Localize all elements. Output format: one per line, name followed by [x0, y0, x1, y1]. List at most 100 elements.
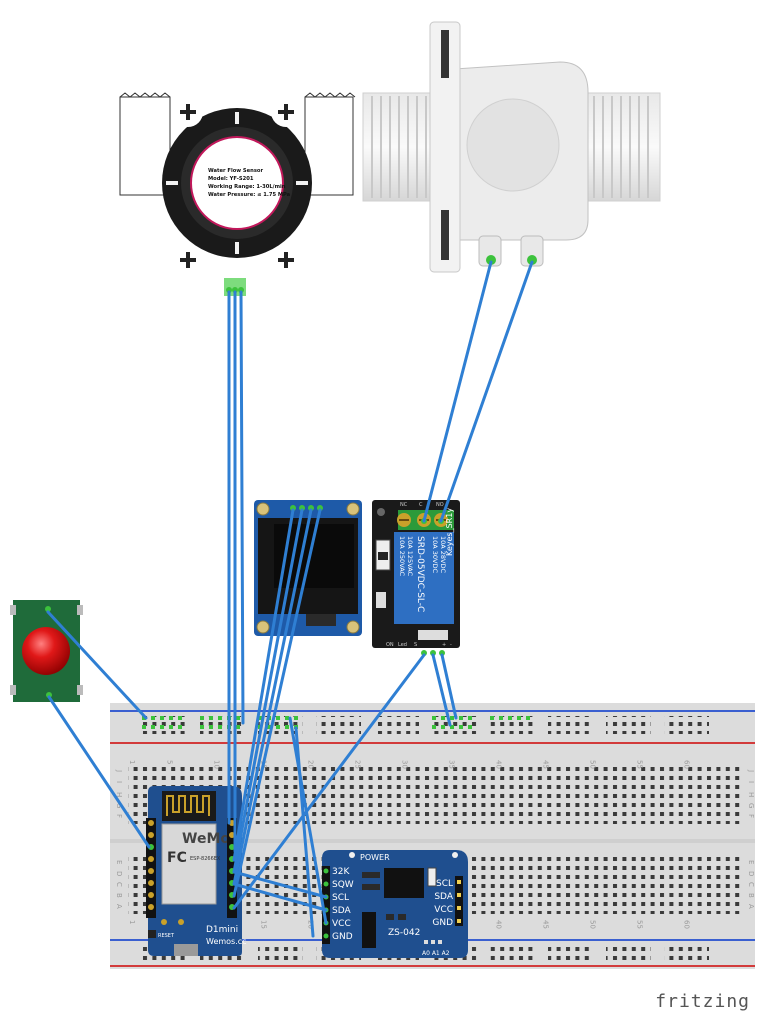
wire-relay-vcc: [431, 653, 452, 727]
valve-right-thread: [593, 96, 649, 198]
wires: [46, 260, 534, 938]
rtc-pin-gnd: GND: [332, 932, 353, 942]
flow-sensor-label-3: Working Range: 1-30L/min: [208, 184, 286, 190]
breadboard-column-number: 45: [542, 920, 550, 929]
relay-module: NC C NO 10A 250VAC 10A 125VAC 10A 30VDC …: [372, 500, 460, 656]
breadboard-row-letter: H: [747, 792, 755, 797]
rtc-power-label: POWER: [360, 853, 390, 862]
wire-flow-gnd: [239, 290, 245, 725]
breadboard-column-number: 10: [213, 760, 221, 769]
breadboard-row-letter: A: [747, 904, 755, 909]
breadboard-row-letter: G: [115, 803, 123, 808]
wire-oled-4: [232, 508, 322, 898]
flow-sensor-label-4: Water Pressure: ≤ 1.75 MPa: [208, 192, 291, 198]
wire-button-1: [46, 610, 148, 720]
relay-rating-1: 10A 250VAC: [398, 536, 406, 577]
center-channel: [110, 839, 755, 843]
push-button: [10, 600, 83, 702]
relay-body: [394, 532, 454, 624]
breadboard-row-letter: B: [115, 893, 123, 898]
breadboard-column-number: 55: [636, 920, 644, 929]
wire-relay-gnd: [440, 653, 458, 720]
wire-oled-2: [232, 508, 304, 874]
breadboard-row-letter: H: [115, 792, 123, 797]
relay-terminal-c: C: [419, 502, 423, 508]
breadboard-row-letter: C: [115, 882, 123, 887]
breadboard-row-letter: I: [747, 781, 755, 783]
relay-pins: [421, 650, 445, 656]
rtc-address-labels: A0 A1 A2: [422, 950, 450, 957]
relay-label-led: Led: [398, 642, 407, 648]
valve-slot-bottom: [441, 210, 449, 260]
breadboard-row-letter: J: [747, 769, 755, 772]
rtc-right-pin-scl: SCL: [436, 879, 453, 889]
wire-oled-3: [232, 508, 313, 886]
breadboard-column-number: 25: [354, 760, 362, 769]
breadboard-column-number: 5: [166, 760, 174, 764]
rtc-pin-32k: 32K: [332, 867, 350, 877]
breadboard-row-letter: G: [747, 803, 755, 808]
breadboard-row-letter: I: [115, 781, 123, 783]
breadboard-column-number: 40: [495, 760, 503, 769]
rtc-chip: [384, 868, 424, 898]
flow-sensor-label-2: Model: YF-S201: [208, 176, 254, 182]
wemos-name: D1mini: [206, 925, 238, 935]
relay-label-s: S: [414, 642, 417, 648]
rtc-pin-scl: SCL: [332, 893, 349, 903]
breadboard-column-number: 15: [260, 920, 268, 929]
wire-valve-2: [439, 260, 534, 523]
valve-coil: [466, 98, 560, 192]
breadboard-row-letter: E: [747, 860, 755, 864]
wire-button-2: [47, 695, 151, 849]
wire-oled-1: [232, 508, 295, 862]
breadboard-column-number: 30: [401, 760, 409, 769]
top-rail-holes: [142, 716, 709, 734]
wemos-left-header: [146, 818, 156, 918]
relay-terminal-nc: NC: [400, 502, 408, 508]
flow-sensor-ticks: [166, 112, 308, 254]
rtc-right-pin-sda: SDA: [434, 892, 453, 902]
water-flow-sensor: Water Flow Sensor Model: YF-S201 Working…: [119, 92, 356, 296]
wemos-chip: ESP-8266EX: [190, 856, 221, 862]
relay-brand: Keyes_SR1y: [445, 508, 454, 556]
breadboard-column-number: 45: [542, 760, 550, 769]
rtc-pin-sda: SDA: [332, 906, 351, 916]
flow-sensor-label-1: Water Flow Sensor: [208, 168, 263, 174]
rtc-right-pin-gnd: GND: [432, 918, 453, 928]
breadboard-row-letter: F: [115, 814, 123, 818]
breadboard-row-letter: D: [115, 871, 123, 876]
breadboard-row-letter: C: [747, 882, 755, 887]
breadboard-column-number: 1: [128, 760, 136, 764]
breadboard-column-number: 55: [636, 760, 644, 769]
breadboard-column-number: 60: [683, 760, 691, 769]
relay-rating-4: 10A 28VDC: [439, 536, 447, 574]
breadboard-column-number: 50: [589, 760, 597, 769]
relay-model: SRD-05VDC-SL-C: [415, 536, 425, 612]
wemos-d1-mini: WeMos FC ESP-8266EX RESET D1mini Wemos.c…: [146, 786, 247, 956]
wemos-reset: RESET: [158, 933, 175, 939]
breadboard-row-letter: A: [115, 904, 123, 909]
rtc-module: POWER 32K SQW SCL SDA VCC GND ZS-042 A0 …: [322, 850, 468, 958]
breadboard-column-number: 1: [128, 920, 136, 924]
rtc-right-pins: [457, 880, 461, 923]
relay-label-minus: -: [450, 642, 452, 648]
breadboard-row-letter: E: [115, 860, 123, 864]
wemos-logo: WeMos: [182, 831, 238, 847]
breadboard-row-letter: F: [747, 814, 755, 818]
relay-rating-3: 10A 30VDC: [431, 536, 439, 574]
solenoid-valve: [362, 21, 661, 273]
wire-valve-1: [422, 260, 493, 523]
relay-terminal-no: NO: [436, 502, 444, 508]
rtc-pin-vcc: VCC: [332, 919, 351, 929]
breadboard-column-number: 50: [589, 920, 597, 929]
wire-relay-signal: [232, 653, 426, 910]
breadboard-column-number: 20: [307, 760, 315, 769]
rtc-right-pin-vcc: VCC: [434, 905, 453, 915]
breadboard-column-number: 40: [495, 920, 503, 929]
relay-label-plus: +: [442, 642, 446, 648]
rtc-model: ZS-042: [388, 928, 420, 938]
relay-label-on: ON: [386, 642, 394, 648]
valve-slot-top: [441, 30, 449, 78]
